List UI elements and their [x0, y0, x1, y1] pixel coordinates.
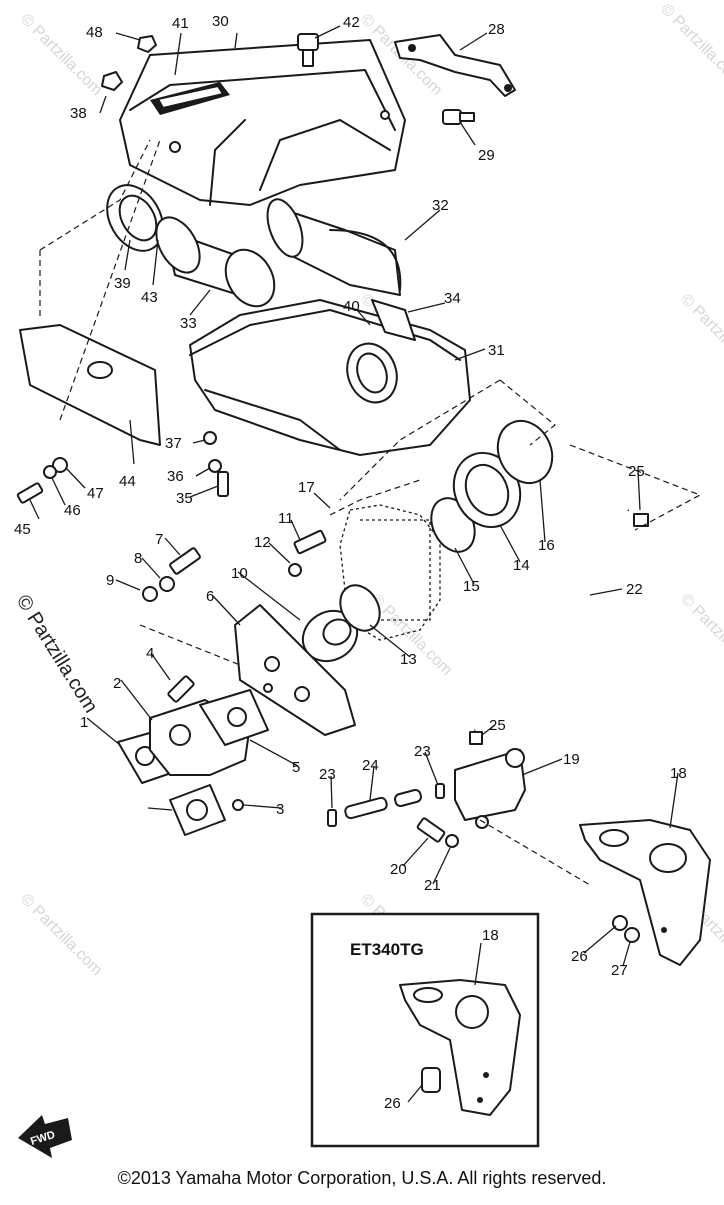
forward-arrow: FWD	[18, 1115, 72, 1158]
callout-35: 35	[176, 490, 193, 507]
callout-18-inset: 18	[482, 927, 499, 944]
callout-41: 41	[172, 15, 189, 32]
air-box-body	[189, 299, 471, 456]
fasteners-left	[16, 431, 229, 504]
callout-22: 22	[626, 581, 643, 598]
callout-17: 17	[298, 479, 315, 496]
callout-31: 31	[488, 342, 505, 359]
side-watermark: © Partzilla.com	[12, 591, 102, 717]
callout-33: 33	[180, 315, 197, 332]
fasteners-mid	[142, 547, 201, 703]
callout-40: 40	[343, 298, 360, 315]
callout-4: 4	[146, 645, 154, 662]
callout-23: 23	[414, 743, 431, 760]
callout-10: 10	[231, 565, 248, 582]
callout-44: 44	[119, 473, 136, 490]
callout-16: 16	[538, 537, 555, 554]
callout-34: 34	[444, 290, 461, 307]
intake-tubes	[106, 184, 402, 308]
callout-26-inset: 26	[384, 1095, 401, 1112]
callout-3: 3	[276, 801, 284, 818]
callout-5: 5	[292, 759, 300, 776]
callout-39: 39	[114, 275, 131, 292]
callout-28: 28	[488, 21, 505, 38]
callout-29: 29	[478, 147, 495, 164]
copyright-notice: ©2013 Yamaha Motor Corporation, U.S.A. A…	[117, 1168, 607, 1188]
callout-23b: 23	[319, 766, 336, 783]
gasket-plate	[234, 604, 356, 736]
callout-20: 20	[390, 861, 407, 878]
inset-title: ET340TG	[350, 940, 424, 959]
watermark: © Partzilla.com	[677, 291, 724, 379]
callout-25b: 25	[489, 717, 506, 734]
vent-hose	[469, 489, 649, 745]
callout-7: 7	[155, 531, 163, 548]
callout-46: 46	[64, 502, 81, 519]
manifold	[288, 529, 381, 663]
callout-1: 1	[80, 714, 88, 731]
callout-9: 9	[106, 572, 114, 589]
callout-45: 45	[14, 521, 31, 538]
callout-18: 18	[670, 765, 687, 782]
fasteners-top	[101, 33, 475, 125]
callout-26: 26	[571, 948, 588, 965]
bracket-18	[579, 819, 711, 966]
callout-2: 2	[113, 675, 121, 692]
flanges	[117, 689, 269, 836]
callout-27: 27	[611, 962, 628, 979]
callout-47: 47	[87, 485, 104, 502]
intake-boots	[430, 419, 554, 553]
callout-43: 43	[141, 289, 158, 306]
carburetor	[339, 504, 441, 641]
watermark: © Partzilla.com	[677, 591, 724, 679]
callout-19: 19	[563, 751, 580, 768]
callout-11: 11	[278, 510, 294, 527]
callout-12: 12	[254, 534, 271, 551]
air-box-lid	[119, 39, 406, 206]
callout-37: 37	[165, 435, 182, 452]
callout-numbers: 48 41 30 42 28 38 29 32 39 43 33 40 34 3…	[14, 13, 687, 1112]
inset-et340tg: ET340TG	[310, 912, 540, 1148]
callout-36: 36	[167, 468, 184, 485]
callout-32: 32	[432, 197, 449, 214]
callout-30: 30	[212, 13, 229, 30]
callout-6: 6	[206, 588, 214, 605]
callout-25: 25	[628, 463, 645, 480]
callout-38: 38	[70, 105, 87, 122]
leader-lines	[29, 25, 679, 967]
callout-24: 24	[362, 757, 379, 774]
callout-13: 13	[400, 651, 417, 668]
valve-assembly	[327, 748, 526, 848]
callout-14: 14	[513, 557, 530, 574]
callout-42: 42	[343, 14, 360, 31]
side-panel	[19, 324, 161, 446]
bracket-28	[394, 34, 516, 97]
callout-8: 8	[134, 550, 142, 567]
callout-15: 15	[463, 578, 480, 595]
callout-48: 48	[86, 24, 103, 41]
watermark: © Partzilla.com	[657, 1, 724, 89]
watermark: © Partzilla.com	[17, 891, 105, 979]
callout-21: 21	[424, 877, 441, 894]
